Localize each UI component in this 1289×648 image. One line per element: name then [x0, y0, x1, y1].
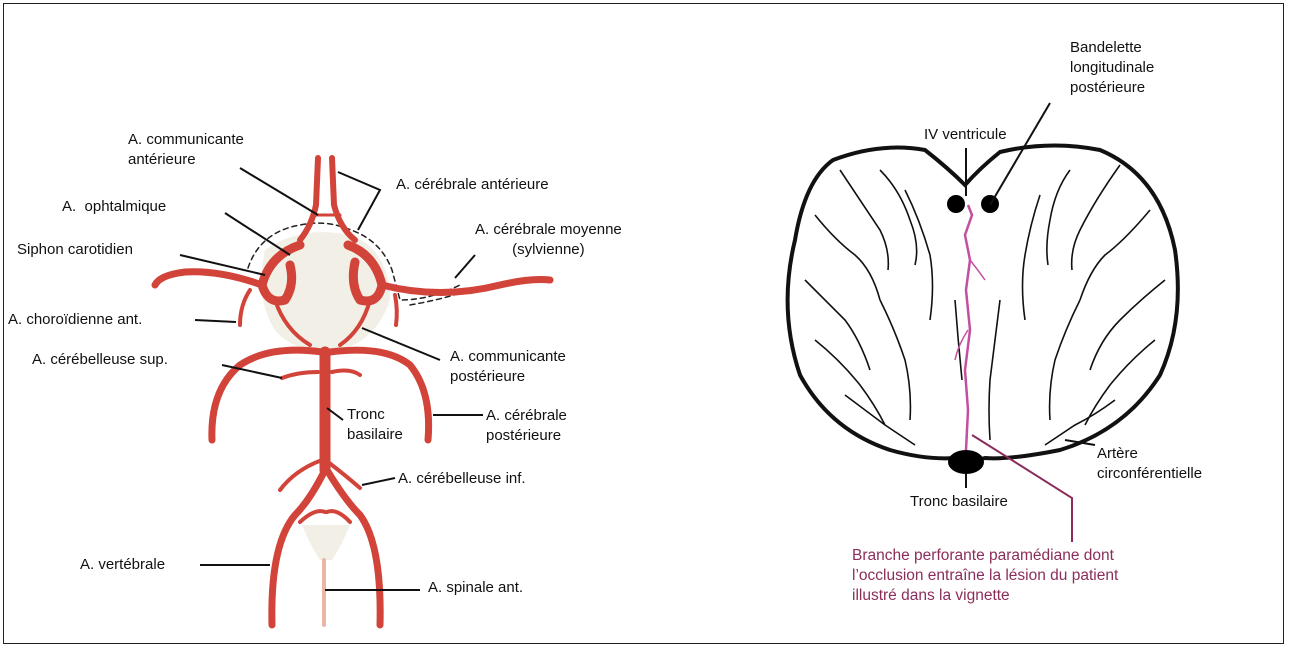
- leader-cerebelleuse-inf: [362, 478, 395, 485]
- leader-cerebrale-moy: [455, 255, 475, 278]
- middle-cerebral-right: [382, 280, 550, 293]
- mca-small-branch: [395, 295, 397, 325]
- label-branche-perforante: Branche perforante paramédiane dont l’oc…: [852, 546, 1118, 606]
- label-siphon: Siphon carotidien: [17, 240, 133, 260]
- anterior-cerebral-right: [332, 158, 355, 240]
- anterior-cerebral-left: [300, 158, 318, 240]
- vertebral-inner-right: [327, 511, 350, 522]
- leader-choroidienne: [195, 320, 236, 322]
- posterior-cerebral-left: [212, 350, 322, 440]
- brainstem-outline: [788, 145, 1178, 460]
- label-cerebelleuse-inf: A. cérébelleuse inf.: [398, 469, 526, 489]
- label-artere-circ: Artère circonférentielle: [1097, 444, 1202, 484]
- label-tronc-basilaire-right: Tronc basilaire: [910, 492, 1008, 512]
- superior-cerebellar-right: [332, 371, 360, 375]
- superior-cerebellar-left: [282, 372, 318, 378]
- label-choroidienne: A. choroïdienne ant.: [8, 310, 142, 330]
- leader-comm-ant: [240, 168, 318, 215]
- label-ophtalmique: A. ophtalmique: [62, 197, 166, 217]
- label-vertebrale: A. vertébrale: [80, 555, 165, 575]
- label-cerebrale-post: A. cérébrale postérieure: [486, 406, 567, 446]
- label-cerebrale-moy: A. cérébrale moyenne (sylvienne): [475, 220, 622, 260]
- anterior-spinal-area: [302, 525, 350, 560]
- label-tronc-basilaire-left: Tronc basilaire: [347, 405, 403, 445]
- label-spinale-ant: A. spinale ant.: [428, 578, 523, 598]
- label-comm-post: A. communicante postérieure: [450, 347, 566, 387]
- leader-comm-post: [362, 328, 440, 360]
- vertebral-inner-left: [300, 511, 325, 522]
- label-cerebrale-ant: A. cérébrale antérieure: [396, 175, 549, 195]
- label-cerebelleuse-sup: A. cérébelleuse sup.: [32, 350, 168, 370]
- leader-cerebrale-ant: [338, 172, 380, 230]
- label-comm-ant: A. communicante antérieure: [128, 130, 244, 170]
- label-bandelette: Bandelette longitudinale postérieure: [1070, 38, 1154, 98]
- label-ventricule: IV ventricule: [924, 125, 1007, 145]
- brainstem-section: [788, 145, 1178, 474]
- basilar-trunk-blob: [948, 450, 984, 474]
- ventricle-dot-left: [947, 195, 965, 213]
- choroidal-branch: [240, 290, 250, 325]
- middle-cerebral-left: [155, 272, 262, 285]
